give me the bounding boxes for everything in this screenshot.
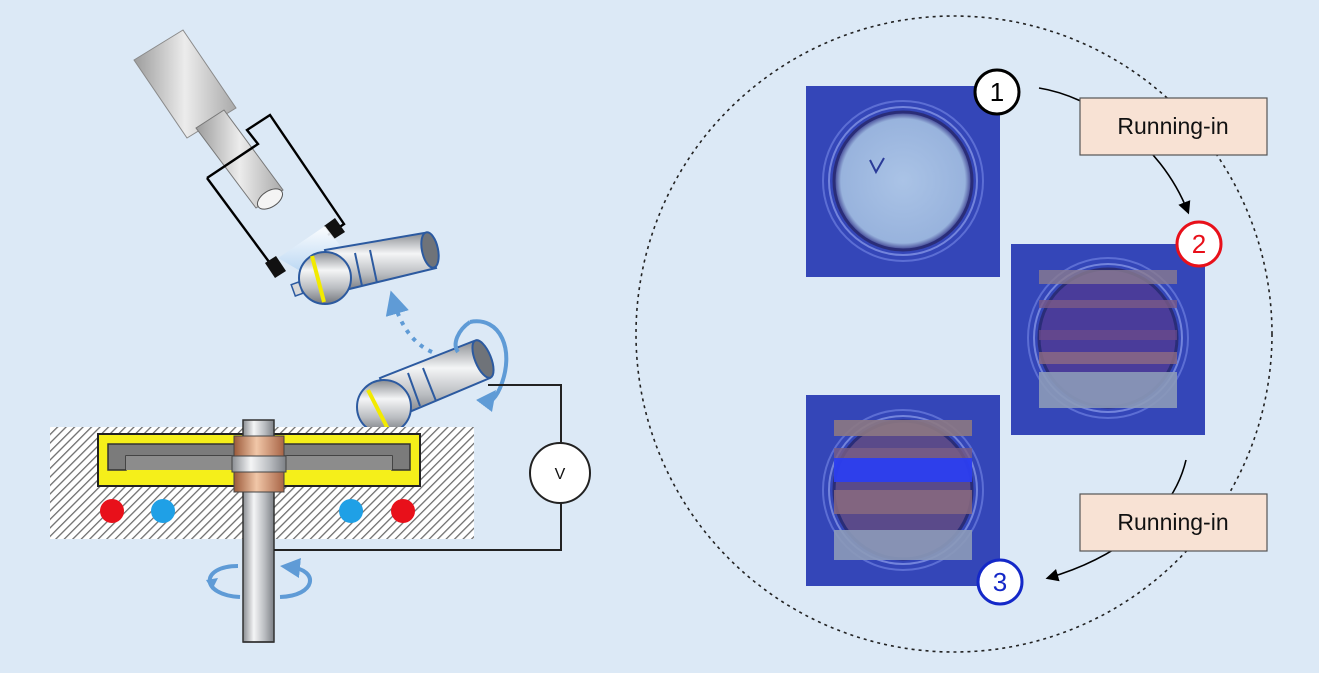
step-badge-1: 1 — [973, 68, 1021, 116]
cold-spot-right — [339, 499, 363, 523]
cold-spot-left — [151, 499, 175, 523]
micrograph-panel: 1 2 3 Running-in Running-in — [635, 15, 1273, 653]
process-label-1: Running-in — [1079, 97, 1268, 156]
micrograph-3 — [806, 395, 1000, 586]
svg-text:Running-in: Running-in — [1117, 509, 1228, 535]
step-badge-2: 2 — [1175, 220, 1223, 268]
svg-text:Running-in: Running-in — [1117, 113, 1228, 139]
rotation-arrow-icon — [469, 319, 509, 412]
apparatus: V — [50, 29, 591, 643]
dotted-arrow-icon — [385, 290, 433, 354]
ball-specimen-inspected — [290, 231, 440, 305]
svg-text:3: 3 — [993, 567, 1007, 597]
step-badge-3: 3 — [976, 558, 1024, 606]
micrograph-1 — [806, 86, 1000, 277]
circuit-wire — [488, 384, 562, 448]
svg-text:2: 2 — [1192, 229, 1206, 259]
voltmeter: V — [529, 442, 591, 504]
microscope-objective — [133, 29, 346, 278]
ball-specimen-testing — [356, 339, 495, 435]
micrograph-2 — [1011, 244, 1205, 435]
process-label-2: Running-in — [1079, 493, 1268, 552]
hot-spot-left — [100, 499, 124, 523]
voltmeter-label: V — [555, 466, 566, 483]
magnified-region-outline — [635, 15, 1273, 653]
svg-text:1: 1 — [990, 77, 1004, 107]
hot-spot-right — [391, 499, 415, 523]
